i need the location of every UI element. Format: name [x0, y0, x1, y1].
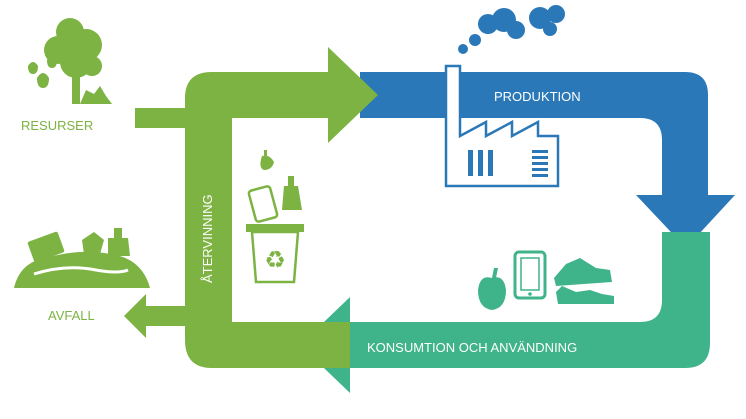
resources-label: RESURSER — [21, 118, 93, 133]
landfill-icon — [14, 228, 150, 288]
recycling-label: ÅTERVINNING — [200, 194, 215, 283]
production-label: PRODUKTION — [494, 89, 581, 104]
resources-input-arrow — [135, 95, 220, 141]
consumption-label: KONSUMTION OCH ANVÄNDNING — [367, 340, 577, 355]
apple-phone-sneakers-icon — [478, 250, 614, 310]
recycle-bin-icon: ♻ — [246, 150, 304, 284]
svg-text:♻: ♻ — [264, 246, 286, 274]
recycling-arrow — [185, 47, 378, 368]
consumption-arrow — [300, 232, 710, 393]
tree-water-drops-icon — [28, 18, 112, 104]
waste-output-arrow — [124, 294, 208, 338]
waste-label: AVFALL — [48, 308, 95, 323]
factory-smoke-icon — [444, 5, 565, 188]
